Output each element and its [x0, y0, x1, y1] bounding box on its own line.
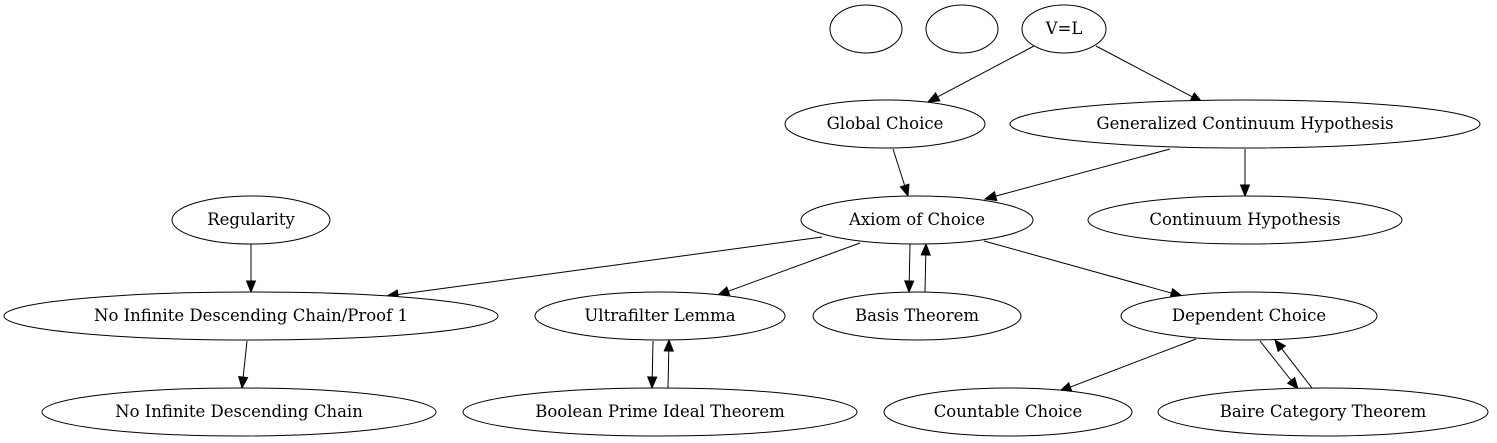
edge-gc-to-ac: [892, 148, 910, 198]
edge-dc-to-bct: [1259, 340, 1299, 391]
node-label: Regularity: [207, 210, 295, 229]
arrowhead-icon: [920, 242, 932, 256]
arrowhead-icon: [245, 280, 257, 294]
node-label: Dependent Choice: [1172, 306, 1326, 325]
edge-gch-to-ch: [1239, 149, 1251, 198]
edge-line: [924, 254, 927, 293]
node-label: V=L: [1045, 19, 1083, 38]
node-label: No Infinite Descending Chain/Proof 1: [94, 306, 408, 325]
edge-line: [1281, 348, 1313, 389]
edge-line: [397, 236, 823, 296]
node-reg: Regularity: [171, 195, 331, 245]
node-ellipse: [41, 387, 437, 437]
node-ellipse: [925, 4, 999, 54]
edge-line: [1070, 338, 1197, 388]
node-label: Baire Category Theorem: [1220, 402, 1427, 421]
edge-dc-to-cc: [1058, 338, 1197, 392]
node-bct: Baire Category Theorem: [1157, 387, 1489, 437]
edge-line: [995, 148, 1171, 197]
arrowhead-icon: [1239, 184, 1251, 198]
node-cc: Countable Choice: [883, 387, 1133, 437]
edge-gch-to-ac: [983, 148, 1171, 202]
node-blank1: [829, 4, 903, 54]
edge-line: [1095, 45, 1193, 98]
node-ac: Axiom of Choice: [800, 195, 1034, 245]
node-ellipse: [1087, 195, 1403, 245]
arrowhead-icon: [983, 190, 998, 202]
edge-vl-to-gch: [1095, 45, 1204, 103]
edge-line: [242, 340, 248, 378]
edge-line: [892, 148, 906, 186]
node-ellipse: [462, 387, 858, 437]
edge-bct-to-dc: [1274, 338, 1313, 389]
edge-line: [667, 350, 670, 389]
edge-reg-to-nidc1: [245, 244, 257, 294]
node-ellipse: [534, 291, 786, 341]
arrowhead-icon: [238, 376, 249, 390]
edge-vl-to-gc: [926, 45, 1035, 103]
node-label: Basis Theorem: [855, 306, 979, 325]
edge-line: [651, 340, 654, 378]
edge-line: [1259, 340, 1292, 381]
edge-bt-to-ac: [920, 242, 932, 293]
node-bpi: Boolean Prime Ideal Theorem: [462, 387, 858, 437]
node-ellipse: [812, 291, 1022, 341]
node-ellipse: [171, 195, 331, 245]
node-label: Global Choice: [827, 114, 944, 133]
node-ellipse: [883, 387, 1133, 437]
node-vl: V=L: [1021, 4, 1107, 54]
arrowhead-icon: [716, 286, 731, 296]
arrowhead-icon: [1274, 338, 1287, 353]
edge-ac-to-bt: [903, 243, 915, 294]
node-label: Boolean Prime Ideal Theorem: [535, 402, 785, 421]
arrowhead-icon: [899, 183, 910, 198]
node-ellipse: [1021, 4, 1107, 54]
node-gch: Generalized Continuum Hypothesis: [1009, 99, 1481, 149]
arrowhead-icon: [663, 338, 675, 352]
node-ellipse: [1157, 387, 1489, 437]
edge-nidc1-to-nidc: [238, 340, 249, 390]
node-nidc: No Infinite Descending Chain: [41, 387, 437, 437]
nodes-layer: V=L Global Choice Generalized Continuum Hy…: [3, 4, 1489, 437]
node-gc: Global Choice: [784, 99, 986, 149]
node-ellipse: [800, 195, 1034, 245]
node-blank2: [925, 4, 999, 54]
edge-ac-to-dc: [983, 240, 1184, 298]
node-label: Countable Choice: [934, 402, 1083, 421]
node-label: Generalized Continuum Hypothesis: [1096, 114, 1393, 133]
node-label: Ultrafilter Lemma: [584, 306, 735, 325]
edge-line: [983, 240, 1172, 294]
node-ellipse: [1009, 99, 1481, 149]
edge-ac-to-ul: [716, 242, 861, 296]
node-ch: Continuum Hypothesis: [1087, 195, 1403, 245]
arrowhead-icon: [926, 91, 941, 103]
edge-line: [937, 45, 1035, 98]
node-ul: Ultrafilter Lemma: [534, 291, 786, 341]
edges-layer: [238, 45, 1313, 392]
arrowhead-icon: [903, 280, 915, 294]
node-label: Axiom of Choice: [848, 210, 985, 229]
edge-line: [728, 242, 861, 292]
node-dc: Dependent Choice: [1120, 291, 1378, 341]
node-label: Continuum Hypothesis: [1149, 210, 1340, 229]
node-nidc1: No Infinite Descending Chain/Proof 1: [3, 291, 499, 341]
edge-bpi-to-ul: [663, 338, 675, 389]
edge-ul-to-bpi: [647, 340, 658, 390]
node-ellipse: [784, 99, 986, 149]
edge-ac-to-nidc1: [385, 236, 823, 300]
arrowhead-icon: [647, 376, 658, 390]
node-bt: Basis Theorem: [812, 291, 1022, 341]
node-label: No Infinite Descending Chain: [115, 402, 363, 421]
edge-line: [908, 243, 911, 282]
node-ellipse: [1120, 291, 1378, 341]
node-ellipse: [829, 4, 903, 54]
node-ellipse: [3, 291, 499, 341]
arrowhead-icon: [1286, 376, 1299, 391]
